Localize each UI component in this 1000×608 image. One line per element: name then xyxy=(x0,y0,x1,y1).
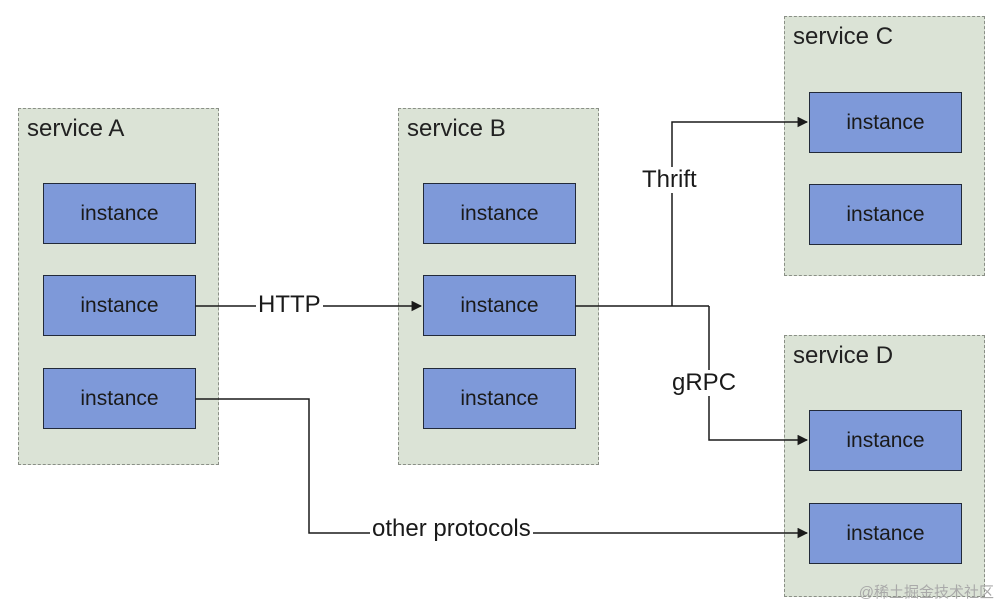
service-b-group: service B instance instance instance xyxy=(398,108,599,465)
service-c-instance-2: instance xyxy=(809,184,962,245)
service-b-title: service B xyxy=(407,115,506,142)
service-d-title: service D xyxy=(793,342,894,369)
other-protocols-label: other protocols xyxy=(370,515,533,542)
http-label: HTTP xyxy=(256,291,323,318)
watermark: @稀土掘金技术社区 xyxy=(858,584,994,601)
service-d-instance-1: instance xyxy=(809,410,962,471)
service-d-group: service D instance instance xyxy=(784,335,985,597)
service-d-instance-2: instance xyxy=(809,503,962,564)
service-c-title: service C xyxy=(793,23,894,50)
service-a-instance-1: instance xyxy=(43,183,196,244)
thrift-label: Thrift xyxy=(640,166,699,193)
thrift-edge xyxy=(671,116,809,306)
grpc-label: gRPC xyxy=(670,369,739,396)
grpc-edge xyxy=(708,306,809,446)
service-a-title: service A xyxy=(27,115,125,142)
service-b-instance-3: instance xyxy=(423,368,576,429)
service-b-instance-1: instance xyxy=(423,183,576,244)
other-protocols-edge xyxy=(195,398,809,539)
service-a-instance-2: instance xyxy=(43,275,196,336)
service-c-instance-1: instance xyxy=(809,92,962,153)
service-b-instance-2: instance xyxy=(423,275,576,336)
service-c-group: service C instance instance xyxy=(784,16,985,276)
